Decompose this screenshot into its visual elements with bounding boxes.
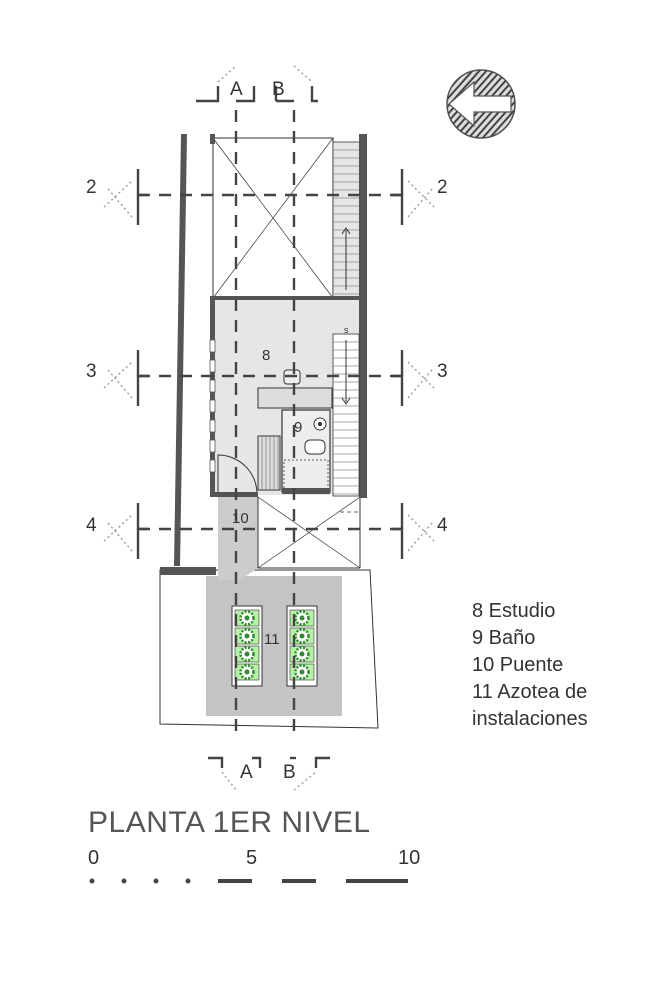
room-number-estudio: 8 xyxy=(262,347,270,364)
room-number-puente: 10 xyxy=(232,510,249,527)
section-label-2-right: 2 xyxy=(437,177,448,198)
bridge-area xyxy=(218,496,361,580)
section-label-3-left: 3 xyxy=(86,361,97,382)
legend-item-azotea: 11 Azotea de xyxy=(472,681,588,703)
planters xyxy=(231,605,318,687)
legend-item-bano: 9 Baño xyxy=(472,627,536,649)
upper-void xyxy=(210,134,334,299)
plan-title: PLANTA 1ER NIVEL xyxy=(88,806,371,839)
scale-label-5: 5 xyxy=(246,847,258,869)
main-stair: s xyxy=(332,325,360,497)
legend-item-puente: 10 Puente xyxy=(472,654,564,676)
section-marker-dots xyxy=(103,65,435,791)
scale-label-10: 10 xyxy=(398,847,421,869)
left-boundary-wall xyxy=(174,134,187,566)
scale-label-0: 0 xyxy=(88,847,100,869)
section-label-a-bottom: A xyxy=(240,762,253,783)
legend-item-azotea-cont: instalaciones xyxy=(472,708,588,730)
room-number-bano: 9 xyxy=(294,419,302,436)
section-label-4-right: 4 xyxy=(437,515,448,536)
section-label-b-bottom: B xyxy=(283,762,296,783)
stair-mark: s xyxy=(344,325,349,335)
legend-item-estudio: 8 Estudio xyxy=(472,600,556,622)
room-number-azotea: 11 xyxy=(264,631,280,648)
mid-beam xyxy=(210,296,362,300)
legend: 8 Estudio 9 Baño 10 Puente 11 Azotea de … xyxy=(472,598,662,733)
upper-stair xyxy=(332,141,361,299)
section-label-3-right: 3 xyxy=(437,361,448,382)
right-wall xyxy=(359,134,367,498)
bathroom xyxy=(281,409,331,494)
section-label-a-top: A xyxy=(230,79,243,100)
section-lines-horizontal xyxy=(138,193,402,531)
section-lines xyxy=(234,110,296,740)
north-arrow-icon xyxy=(446,69,516,139)
section-label-4-left: 4 xyxy=(86,515,97,536)
scale-bar xyxy=(89,878,408,884)
section-label-2-left: 2 xyxy=(86,177,97,198)
section-markers xyxy=(136,86,404,768)
rooftop-area xyxy=(206,576,342,716)
small-stair xyxy=(210,435,281,497)
section-label-b-top: B xyxy=(272,79,285,100)
